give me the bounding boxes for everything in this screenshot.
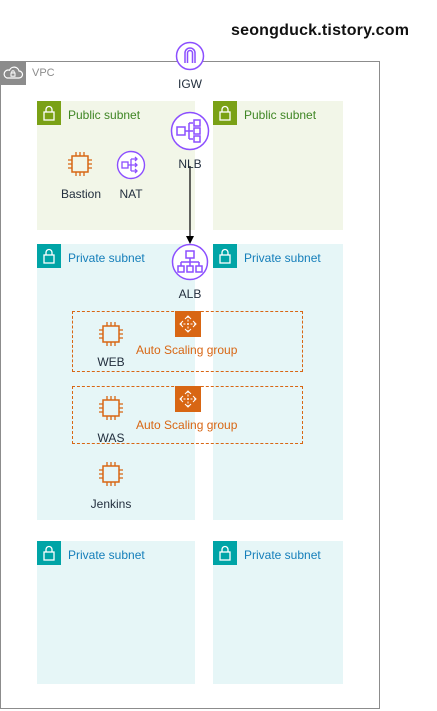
vpc-label: VPC	[32, 67, 55, 79]
was-node	[97, 394, 125, 422]
subnet-label: Private subnet	[68, 251, 145, 265]
private-subnet-badge	[37, 244, 61, 268]
asg-web-badge	[175, 311, 201, 337]
subnet-label: Public subnet	[244, 108, 317, 122]
public-subnet-badge	[213, 101, 237, 125]
public-subnet-left: Public subnet	[37, 101, 195, 230]
nat-node	[116, 150, 146, 180]
network-load-balancer-icon	[170, 111, 210, 151]
ec2-instance-icon	[68, 152, 92, 176]
nlb-node	[170, 111, 210, 151]
web-label: WEB	[97, 355, 125, 369]
auto-scaling-icon	[179, 390, 197, 408]
lock-icon	[43, 105, 55, 121]
lock-icon	[219, 545, 231, 561]
auto-scaling-icon	[179, 315, 197, 333]
ec2-instance-icon	[99, 462, 123, 486]
asg-was-label: Auto Scaling group	[136, 418, 238, 432]
subnet-label: Private subnet	[244, 251, 321, 265]
nat-label: NAT	[119, 187, 143, 201]
private-subnet-badge	[213, 541, 237, 565]
lock-icon	[43, 248, 55, 264]
bastion-node	[66, 150, 94, 178]
asg-was-badge	[175, 386, 201, 412]
private-subnet-mid-right: Private subnet	[213, 244, 343, 520]
igw-label: IGW	[178, 77, 202, 91]
cloud-lock-icon	[3, 66, 24, 79]
application-load-balancer-icon	[171, 243, 209, 281]
was-label: WAS	[97, 431, 125, 445]
igw-node	[175, 41, 205, 71]
public-subnet-right: Public subnet	[213, 101, 343, 230]
private-subnet-mid-left: Private subnet	[37, 244, 195, 520]
nlb-label: NLB	[178, 157, 202, 171]
ec2-instance-icon	[99, 396, 123, 420]
alb-node	[171, 243, 209, 281]
private-subnet-badge	[37, 541, 61, 565]
subnet-label: Private subnet	[244, 548, 321, 562]
subnet-label: Private subnet	[68, 548, 145, 562]
lock-icon	[219, 105, 231, 121]
private-subnet-bottom-right: Private subnet	[213, 541, 343, 684]
public-subnet-badge	[37, 101, 61, 125]
bastion-label: Bastion	[60, 187, 102, 201]
subnet-label: Public subnet	[68, 108, 141, 122]
jenkins-label: Jenkins	[90, 497, 132, 511]
jenkins-node	[97, 460, 125, 488]
internet-gateway-icon	[175, 41, 205, 71]
private-subnet-badge	[213, 244, 237, 268]
vpc-badge	[0, 61, 26, 85]
private-subnet-bottom-left: Private subnet	[37, 541, 195, 684]
watermark-text: seongduck.tistory.com	[231, 22, 410, 39]
web-node	[97, 320, 125, 348]
nlb-to-alb-arrow	[186, 166, 194, 244]
ec2-instance-icon	[99, 322, 123, 346]
asg-web-label: Auto Scaling group	[136, 343, 238, 357]
lock-icon	[219, 248, 231, 264]
alb-label: ALB	[178, 287, 202, 301]
lock-icon	[43, 545, 55, 561]
nat-gateway-icon	[116, 150, 146, 180]
